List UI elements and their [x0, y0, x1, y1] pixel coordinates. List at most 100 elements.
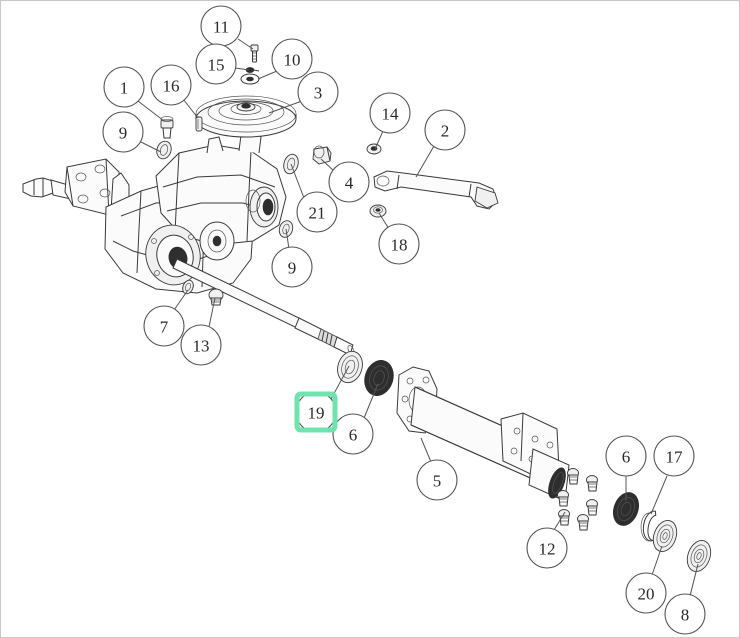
callout-bubble[interactable] [424, 109, 466, 151]
callout-number: 12 [539, 540, 556, 559]
callout-bubble[interactable] [150, 64, 192, 106]
callout-bubble[interactable] [526, 527, 568, 569]
part-seal-6b [613, 492, 639, 526]
callout-10[interactable]: 10 [271, 38, 313, 80]
transaxle-assembly [22, 110, 287, 294]
callout-number: 9 [119, 124, 128, 143]
callout-bubble[interactable] [102, 111, 144, 153]
callout-number: 5 [433, 472, 442, 491]
callout-7[interactable]: 7 [143, 305, 185, 347]
bolt-d [586, 499, 598, 516]
callout-bubble[interactable] [271, 246, 313, 288]
callout-number: 7 [160, 318, 169, 337]
leader-lines-layer [137, 38, 699, 597]
callout-bubble[interactable] [653, 435, 695, 477]
part-seal-9a [156, 140, 172, 160]
part-plug-4 [312, 145, 332, 165]
callout-number: 17 [666, 448, 684, 467]
leader-line-5 [420, 437, 432, 463]
callout-bubble[interactable] [332, 413, 374, 455]
callout-13[interactable]: 13 [180, 324, 222, 366]
callout-number: 4 [345, 174, 354, 193]
callout-14[interactable]: 14 [369, 92, 411, 134]
callout-number: 15 [208, 56, 225, 75]
callout-number: 21 [309, 204, 326, 223]
leader-line-20 [651, 545, 663, 576]
callout-number: 8 [681, 606, 690, 625]
callout-number: 18 [391, 236, 408, 255]
callout-6[interactable]: 6 [332, 413, 374, 455]
control-arm-lever [373, 170, 499, 210]
bolt-b [586, 475, 598, 492]
part-seal-6a [364, 360, 394, 396]
callout-number: 2 [441, 122, 450, 141]
callout-1[interactable]: 1 [103, 66, 145, 108]
leader-line-15 [234, 67, 250, 71]
drive-pulley [195, 95, 297, 138]
callout-number: 10 [284, 51, 301, 70]
right-bearing-stack [613, 492, 712, 572]
callout-19[interactable]: 19 [295, 391, 337, 433]
callout-17[interactable]: 17 [653, 435, 695, 477]
callout-number: 19 [308, 404, 325, 423]
callout-12[interactable]: 12 [526, 527, 568, 569]
callout-bubble[interactable] [271, 38, 313, 80]
callout-bubble[interactable] [297, 71, 339, 113]
callout-bubble[interactable] [296, 191, 338, 233]
callout-15[interactable]: 15 [195, 43, 237, 85]
callout-6[interactable]: 6 [605, 435, 647, 477]
leader-line-17 [650, 475, 668, 515]
callout-bubble[interactable] [103, 66, 145, 108]
callout-16[interactable]: 16 [150, 64, 192, 106]
callout-number: 16 [163, 77, 180, 96]
callout-bubble[interactable] [143, 305, 185, 347]
callout-bubble[interactable] [328, 161, 370, 203]
leader-line-3 [268, 100, 303, 114]
callout-bubble[interactable] [605, 435, 647, 477]
leader-line-12 [553, 511, 566, 531]
part-bearing-20 [652, 520, 678, 552]
part-roll-pin-16 [195, 116, 203, 132]
leader-line-9 [285, 228, 290, 250]
secondary-boss [199, 221, 235, 261]
callout-9[interactable]: 9 [271, 246, 313, 288]
leader-line-7 [173, 289, 189, 311]
leader-line-9 [138, 140, 162, 153]
leader-line-8 [689, 563, 699, 597]
leader-line-16 [182, 98, 199, 119]
callout-number: 3 [314, 84, 323, 103]
leader-line-21 [290, 163, 305, 199]
axle-tube-assembly [396, 366, 570, 502]
leader-line-1 [137, 100, 165, 122]
leader-line-11 [237, 38, 254, 50]
callout-5[interactable]: 5 [416, 459, 458, 501]
callout-2[interactable]: 2 [424, 109, 466, 151]
callout-18[interactable]: 18 [378, 223, 420, 265]
callout-9[interactable]: 9 [102, 111, 144, 153]
callout-bubble[interactable] [378, 223, 420, 265]
callout-number: 9 [288, 259, 297, 278]
callout-bubble[interactable] [664, 593, 706, 635]
bolt-e [558, 509, 570, 526]
callout-21[interactable]: 21 [296, 191, 338, 233]
callout-bubble[interactable] [625, 572, 667, 614]
part-bolt-11 [250, 44, 259, 63]
callout-20[interactable]: 20 [625, 572, 667, 614]
callout-4[interactable]: 4 [328, 161, 370, 203]
callout-bubble[interactable] [416, 459, 458, 501]
leader-line-18 [378, 212, 390, 230]
callout-bubble[interactable] [195, 43, 237, 85]
callout-number: 11 [213, 18, 229, 37]
callout-bubble[interactable] [369, 92, 411, 134]
leader-line-14 [374, 130, 384, 150]
selection-highlight-box [294, 391, 338, 433]
callout-number: 13 [193, 337, 210, 356]
bolt-c [557, 490, 569, 507]
callout-11[interactable]: 11 [200, 5, 242, 47]
leader-line-10 [257, 70, 278, 80]
callout-bubble[interactable] [180, 324, 222, 366]
callout-3[interactable]: 3 [297, 71, 339, 113]
callout-8[interactable]: 8 [664, 593, 706, 635]
